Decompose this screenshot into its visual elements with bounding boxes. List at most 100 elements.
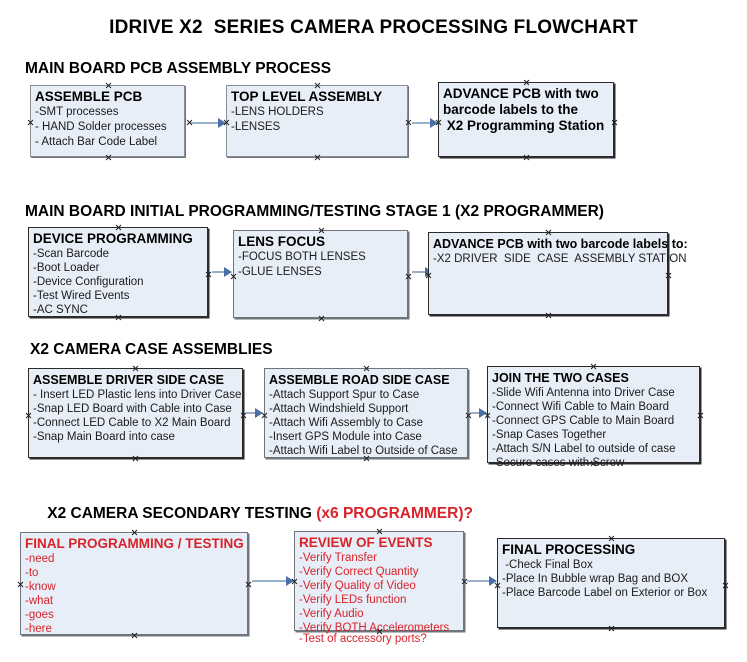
node-assemble-pcb[interactable]: ASSEMBLE PCB -SMT processes - HAND Solde… [30,85,185,157]
node-line: -Test Wired Events [33,290,130,302]
connector-arrow [430,118,438,128]
node-title: ADVANCE PCB with two barcode labels to: [433,237,688,251]
node-line: -Verify LEDs function [299,594,407,606]
connector-handle-left[interactable] [27,119,34,126]
connector-handle-top[interactable] [545,229,552,236]
node-line: -Connect Wifi Cable to Main Board [492,401,670,413]
section-heading-x2-camera-case-assemblies: X2 CAMERA CASE ASSEMBLIES [30,341,273,358]
connector-line [190,122,220,124]
section-heading-main-board-pcb-assembly: MAIN BOARD PCB ASSEMBLY PROCESS [25,60,332,77]
node-overflow-line: -Test of accessory ports? [299,633,427,645]
node-line: -Check Final Box [502,559,593,571]
connector-line [412,122,434,124]
node-title: FINAL PROGRAMMING / TESTING [25,536,244,551]
node-line: -Secure cases with Screw [492,457,625,469]
connector-handle-bottom[interactable] [523,154,530,161]
node-title: ASSEMBLE ROAD SIDE CASE [269,373,450,387]
node-line: -Connect GPS Cable to Main Board [492,415,675,427]
node-line: -Device Configuration [33,276,144,288]
node-line: -know [25,581,56,593]
node-assemble-driver-side-case[interactable]: ASSEMBLE DRIVER SIDE CASE - Insert LED P… [28,368,243,458]
node-assemble-road-side-case[interactable]: ASSEMBLE ROAD SIDE CASE -Attach Support … [264,368,468,458]
connector-handle-bottom[interactable] [545,312,552,319]
node-line: -Verify Correct Quantity [299,566,419,578]
node-line: -Snap Main Board into case [33,431,175,443]
connector-handle-top[interactable] [523,79,530,86]
node-line: - HAND Solder processes [35,121,167,133]
connector-handle-top[interactable] [590,363,597,370]
node-line: -Verify Quality of Video [299,580,416,592]
connector-handle-top[interactable] [105,82,112,89]
node-line: -Attach Windshield Support [269,403,409,415]
node-line: -LENS HOLDERS [231,106,324,118]
node-title-line2: barcode labels to the [443,102,579,117]
connector-handle-top[interactable] [318,227,325,234]
node-lens-focus[interactable]: LENS FOCUS -FOCUS BOTH LENSES -GLUE LENS… [233,230,408,318]
node-line: -need [25,553,55,565]
node-join-the-two-cases[interactable]: JOIN THE TWO CASES -Slide Wifi Antenna i… [487,363,700,469]
node-line: -Verify Transfer [299,552,377,564]
node-line: -Attach S/N Label to outside of case [492,443,676,455]
node-line: -Slide Wifi Antenna into Driver Case [492,387,675,399]
connector-handle-left[interactable] [25,412,32,419]
node-line: -LENSES [231,121,281,133]
node-title: FINAL PROCESSING [502,542,636,557]
connector-arrow [489,576,497,586]
section-heading-accent: (x6 PROGRAMMER)? [316,505,473,522]
node-line: -here [25,623,52,635]
node-line: -goes [25,609,54,621]
connector-arrow [224,267,232,277]
connector-handle-bottom[interactable] [608,625,615,632]
node-line: -SMT processes [35,106,119,118]
node-line: -FOCUS BOTH LENSES [238,251,366,263]
node-line: -Attach Wifi Assembly to Case [269,417,424,429]
node-review-of-events[interactable]: REVIEW OF EVENTS -Verify Transfer -Verif… [294,531,464,645]
node-line: -Insert GPS Module into Case [269,431,422,443]
node-title: ADVANCE PCB with two [443,86,599,101]
node-title-line3: X2 Programming Station [443,118,605,133]
connector-arrow [479,408,487,418]
node-line: -Connect LED Cable to X2 Main Board [33,417,231,429]
connector-handle-right[interactable] [665,272,672,279]
connector-handle-bottom[interactable] [318,315,325,322]
node-title: TOP LEVEL ASSEMBLY [231,89,383,104]
connector-handle-left[interactable] [17,581,24,588]
connector-handle-top[interactable] [314,82,321,89]
node-line: - Attach Bar Code Label [35,136,158,148]
connector-handle-bottom[interactable] [132,455,139,462]
connector-arrow [218,118,226,128]
node-line: -Snap LED Board with Cable into Case [33,403,232,415]
connector-line [471,412,483,414]
node-final-programming-testing[interactable]: FINAL PROGRAMMING / TESTING -need -to -k… [20,532,248,635]
node-advance-pcb-driver-side-case[interactable]: ADVANCE PCB with two barcode labels to: … [428,229,688,315]
node-device-programming[interactable]: DEVICE PROGRAMMING -Scan Barcode -Boot L… [28,227,208,317]
connector-handle-bottom[interactable] [314,154,321,161]
connector-arrow [286,576,294,586]
connector-handle-top[interactable] [608,535,615,542]
node-line: -Place In Bubble wrap Bag and BOX [502,573,689,585]
node-advance-pcb-programming-station[interactable]: ADVANCE PCB with two barcode labels to t… [438,82,614,157]
node-line: -Attach Wifi Label to Outside of Case [269,445,458,457]
connector-arrow [255,408,263,418]
connector-handle-top[interactable] [132,365,139,372]
connector-line [246,412,260,414]
node-line: - Insert LED Plastic lens into Driver Ca… [33,389,242,401]
node-line: -what [25,595,54,607]
connector-handle-top[interactable] [363,365,370,372]
node-title: DEVICE PROGRAMMING [33,231,193,246]
node-final-processing[interactable]: FINAL PROCESSING -Check Final Box -Place… [497,538,725,628]
node-line: -Verify Audio [299,608,364,620]
node-title: ASSEMBLE PCB [35,89,143,104]
node-line: -Verify BOTH Accelerometers [299,622,450,634]
node-line: -Place Barcode Label on Exterior or Box [502,587,708,599]
node-title: LENS FOCUS [238,234,326,249]
node-top-level-assembly[interactable]: TOP LEVEL ASSEMBLY -LENS HOLDERS -LENSES [226,85,408,157]
connector-handle-bottom[interactable] [105,154,112,161]
node-title: REVIEW OF EVENTS [299,535,433,550]
connector-handle-top[interactable] [115,224,122,231]
node-title: JOIN THE TWO CASES [492,371,629,385]
node-line: -X2 DRIVER SIDE CASE ASSEMBLY STATION [433,253,687,265]
connector-line [467,580,493,582]
node-line: -AC SYNC [33,304,88,316]
